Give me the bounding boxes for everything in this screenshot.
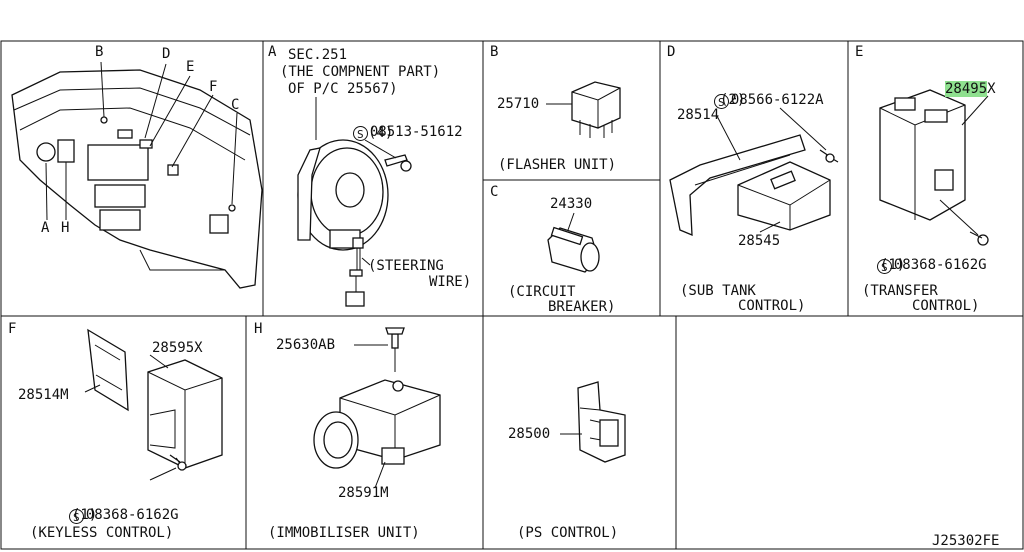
panel-h-unit-part: 28591M: [338, 485, 389, 501]
transfer-control-illustration: [879, 89, 989, 246]
panel-h-screw-part: 25630AB: [276, 337, 336, 353]
panel-f-unit-part: 28595X: [152, 340, 203, 356]
panel-grid: [0, 40, 1024, 550]
panel-a-letter: A: [268, 44, 277, 60]
sub-tank-control-illustration: [669, 107, 839, 236]
screw-symbol-icon: S: [352, 126, 368, 141]
panel-h-caption: (IMMOBILISER UNIT): [268, 525, 420, 541]
ps-control-illustration: [560, 381, 626, 463]
panel-d-letter: D: [667, 44, 676, 60]
panel-d-caption-line2: CONTROL): [738, 298, 806, 314]
panel-c-caption-line1: (CIRCUIT: [508, 284, 576, 300]
panel-a-caption-line2: WIRE): [429, 274, 472, 290]
overview-callout-e: E: [186, 59, 195, 75]
panel-e-part-suffix: X: [987, 81, 996, 97]
steering-wire-illustration: [297, 97, 412, 307]
panel-a-screw-qty: (4): [368, 125, 394, 141]
panel-d-unit-part: 28545: [738, 233, 781, 249]
screw-symbol-icon: S: [68, 509, 84, 524]
flasher-unit-illustration: [546, 81, 621, 138]
panel-c-part-number: 24330: [550, 196, 593, 212]
screw-symbol-icon: S: [713, 94, 729, 109]
panel-c-letter: C: [490, 184, 499, 200]
panel-b-part-number: 25710: [497, 96, 540, 112]
panel-f-caption: (KEYLESS CONTROL): [30, 525, 174, 541]
screw-symbol-icon: S: [876, 259, 892, 274]
panel-a-ref-line1: SEC.251: [288, 47, 348, 63]
panel-d-caption-line1: (SUB TANK: [680, 283, 756, 299]
highlighted-part-number[interactable]: 28495: [945, 81, 988, 97]
panel-f-screw-part-number: 08368-6162G: [85, 507, 179, 523]
panel-e-screw-qty: (1): [880, 257, 906, 273]
immobiliser-unit-illustration: [313, 327, 441, 489]
dashboard-illustration: [11, 61, 263, 289]
circuit-breaker-illustration: [547, 212, 600, 273]
panel-d-screw-part-number: 08566-6122A: [730, 92, 824, 108]
panel-f-bracket-part: 28514M: [18, 387, 69, 403]
overview-callout-h: H: [61, 220, 70, 236]
panel-ps-part-number: 28500: [508, 426, 551, 442]
panel-e-screw-part-number: 08368-6162G: [893, 257, 987, 273]
panel-d-screw-qty: (2): [720, 92, 746, 108]
panel-ps-caption: (PS CONTROL): [517, 525, 619, 541]
panel-e-caption-line2: CONTROL): [912, 298, 980, 314]
panel-e-part-number: 28495X: [945, 81, 996, 97]
panel-b-letter: B: [490, 44, 499, 60]
panel-a-ref-line2: (THE COMPNENT PART): [280, 64, 441, 80]
panel-e-caption-line1: (TRANSFER: [862, 283, 938, 299]
overview-callout-c: C: [231, 97, 240, 113]
overview-callout-f: F: [209, 79, 218, 95]
panel-b-caption: (FLASHER UNIT): [498, 157, 617, 173]
panel-a-ref-line3: OF P/C 25567): [288, 81, 398, 97]
panel-a-caption-line1: (STEERING: [368, 258, 444, 274]
panel-c-caption-line2: BREAKER): [548, 299, 616, 315]
diagram-code: J25302FE: [932, 533, 1000, 549]
overview-callout-b: B: [95, 44, 104, 60]
panel-e-letter: E: [855, 44, 864, 60]
overview-callout-d: D: [162, 46, 171, 62]
panel-f-screw-qty: (1): [72, 507, 98, 523]
panel-h-letter: H: [254, 321, 263, 337]
panel-d-bracket-part: 28514: [677, 107, 720, 123]
panel-f-letter: F: [8, 321, 17, 337]
panel-a-screw-part-number: 08513-51612: [369, 124, 463, 140]
overview-callout-a: A: [41, 220, 50, 236]
keyless-control-illustration: [84, 328, 223, 481]
